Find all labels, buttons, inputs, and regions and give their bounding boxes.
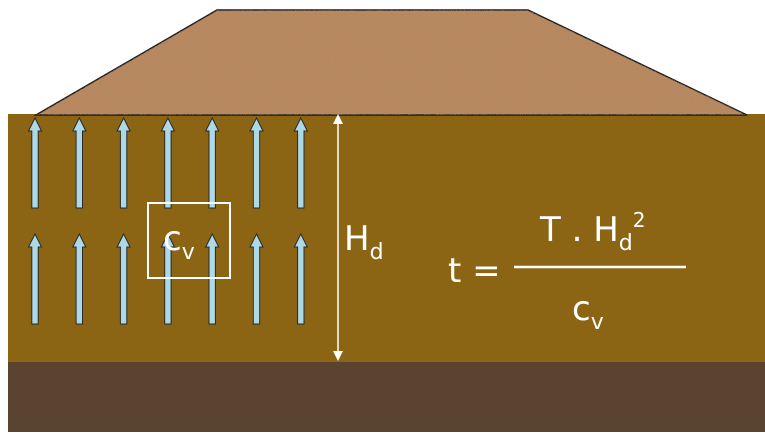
equation-lhs: t = — [448, 254, 501, 288]
arrow-up-icon — [249, 232, 264, 325]
equation-numerator: T . Hd2 — [540, 210, 646, 255]
arrow-up-icon — [204, 116, 220, 209]
cv-sub: v — [181, 240, 195, 265]
arrow-up-icon — [116, 116, 131, 209]
equation-denominator: cv — [572, 289, 604, 334]
height-base: H — [344, 219, 370, 259]
numerator-factor: T — [540, 210, 561, 250]
double-headed-arrow-icon — [333, 114, 343, 361]
height-label: Hd — [344, 219, 384, 264]
numerator-base: H — [593, 210, 619, 250]
cv-box-label: cv — [163, 219, 195, 264]
arrow-up-icon — [249, 116, 264, 209]
numerator-sup: 2 — [632, 208, 646, 232]
base-layer — [8, 362, 765, 432]
denominator-base: c — [572, 289, 591, 329]
equation-equals: = — [472, 251, 501, 291]
arrow-up-icon — [27, 116, 43, 209]
numerator-operator: . — [571, 210, 583, 250]
arrow-up-icon — [116, 232, 131, 325]
height-sub: d — [369, 240, 384, 265]
clay-layer — [8, 114, 765, 362]
arrow-up-icon — [71, 116, 87, 209]
cv-base: c — [163, 219, 182, 259]
arrow-up-icon — [27, 232, 43, 325]
equation-t: t — [448, 251, 462, 291]
numerator-sub: d — [618, 231, 633, 256]
arrow-up-icon — [293, 232, 309, 325]
arrow-up-icon — [71, 232, 87, 325]
arrow-up-icon — [293, 116, 309, 209]
cv-box — [147, 202, 231, 279]
denominator-sub: v — [590, 310, 604, 335]
embankment-texture — [36, 10, 747, 115]
arrow-up-icon — [160, 116, 176, 209]
drainage-arrows — [27, 116, 309, 325]
